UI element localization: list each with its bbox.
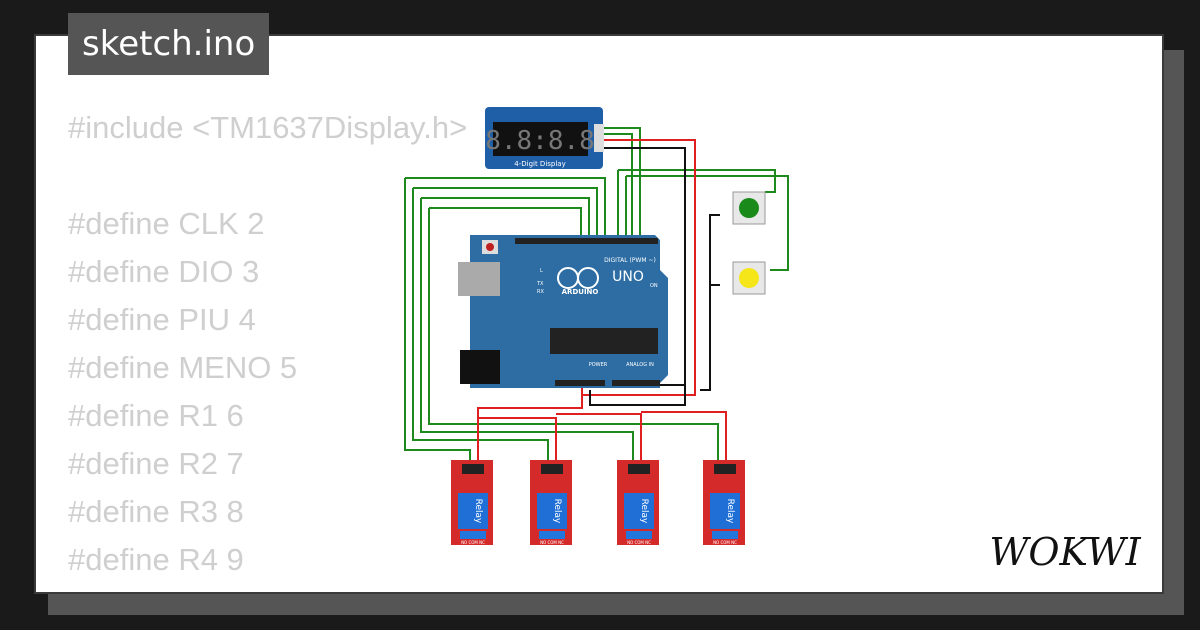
board-brand: ARDUINO (562, 288, 599, 296)
tm1637-display-module[interactable]: 8.8:8.8 4-Digit Display (485, 107, 604, 169)
code-preview: #include <TM1637Display.h> #define CLK 2… (68, 104, 488, 584)
code-line: #include <TM1637Display.h> (68, 110, 468, 145)
relay-label: Relay (725, 499, 735, 524)
code-line: #define PIU 4 (68, 302, 256, 337)
code-line: #define R3 8 (68, 494, 244, 529)
relay-terminals: NO COM NC (461, 540, 485, 545)
wokwi-logo-text: WOKWI (989, 530, 1141, 574)
board-model: UNO (612, 269, 644, 285)
signal-wires (404, 127, 789, 460)
relay-module-1[interactable]: Relay NO COM NC (451, 460, 493, 545)
relay-terminals: NO COM NC (540, 540, 564, 545)
circuit-diagram: 8.8:8.8 4-Digit Display UNO ARDUINO DIGI… (404, 107, 789, 545)
analog-label: ANALOG IN (626, 362, 654, 368)
code-line: #define R4 9 (68, 542, 244, 577)
code-line: #define MENO 5 (68, 350, 298, 385)
file-tab[interactable]: sketch.ino (68, 13, 270, 75)
display-label: 4-Digit Display (514, 160, 565, 168)
yellow-push-button[interactable] (732, 261, 766, 295)
code-line: #define DIO 3 (68, 254, 260, 289)
arduino-uno-board[interactable]: UNO ARDUINO DIGITAL (PWM ~) POWER ANALOG… (458, 235, 668, 388)
code-line: #define R1 6 (68, 398, 244, 433)
relay-terminals: NO COM NC (627, 540, 651, 545)
green-push-button[interactable] (732, 191, 766, 225)
display-digits: 8.8:8.8 (485, 126, 595, 156)
led-tx-label: TX (536, 281, 544, 287)
relay-module-4[interactable]: Relay NO COM NC (703, 460, 745, 545)
relay-label: Relay (552, 499, 562, 524)
power-label: POWER (589, 362, 608, 368)
file-name: sketch.ino (82, 24, 256, 64)
code-line: #define CLK 2 (68, 206, 265, 241)
relay-module-2[interactable]: Relay NO COM NC (530, 460, 572, 545)
relay-label: Relay (473, 499, 483, 524)
led-rx-label: RX (537, 289, 544, 295)
relay-module-3[interactable]: Relay NO COM NC (617, 460, 659, 545)
led-on-label: ON (650, 283, 658, 289)
led-l-label: L (540, 268, 543, 274)
code-line: #define R2 7 (68, 446, 244, 481)
relay-terminals: NO COM NC (713, 540, 737, 545)
relay-label: Relay (639, 499, 649, 524)
wokwi-logo[interactable]: WOKWI (975, 525, 1155, 575)
digital-label: DIGITAL (PWM ~) (604, 257, 656, 264)
power-wires (477, 139, 727, 460)
